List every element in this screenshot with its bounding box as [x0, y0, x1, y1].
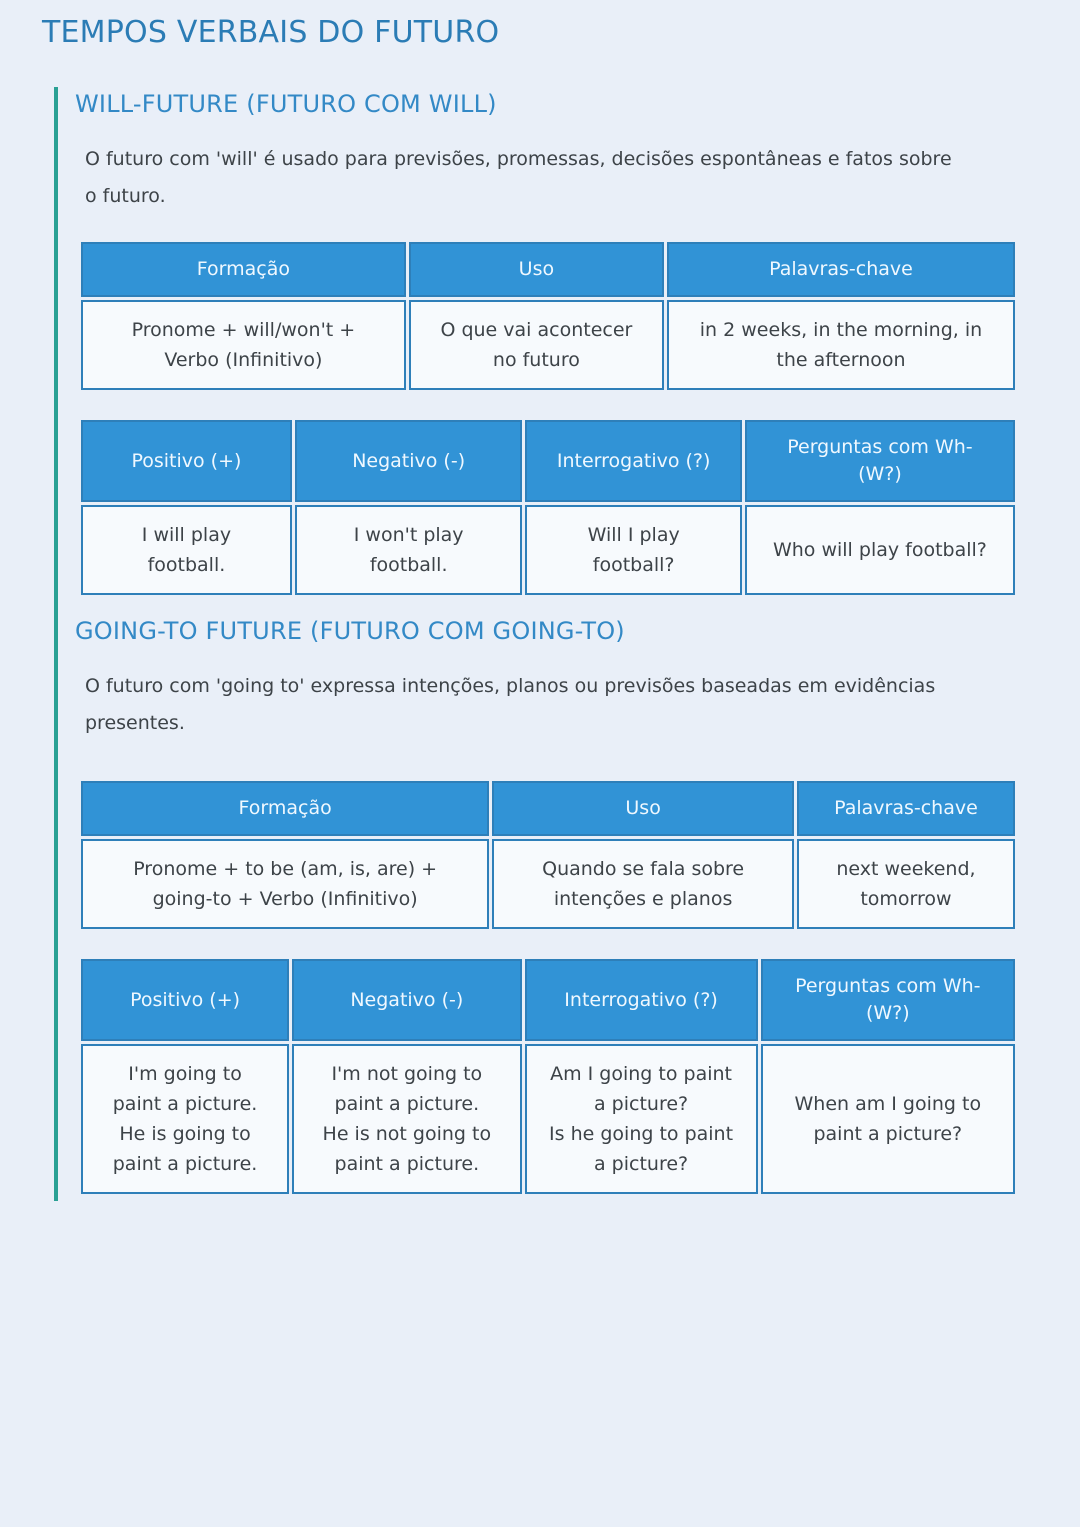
- table-cell: When am I going to paint a picture?: [760, 1044, 1015, 1194]
- table-header-cell: Interrogativo (?): [524, 959, 758, 1041]
- table-cell: Who will play football?: [744, 505, 1015, 595]
- table-header-cell: Negativo (-): [292, 959, 522, 1041]
- table-cell: Pronome + will/won't + Verbo (Infinitivo…: [81, 300, 406, 390]
- table-header-row: Formação Uso Palavras-chave: [81, 242, 1015, 297]
- will-forms-table: Positivo (+) Negativo (-) Interrogativo …: [78, 417, 1018, 598]
- table-row: I will play football. I won't play footb…: [81, 505, 1015, 595]
- table-cell: Am I going to paint a picture? Is he goi…: [524, 1044, 758, 1194]
- table-cell: I won't play football.: [294, 505, 523, 595]
- document-page: TEMPOS VERBAIS DO FUTURO WILL-FUTURE (FU…: [0, 14, 1080, 1527]
- table-cell: I'm going to paint a picture. He is goin…: [81, 1044, 290, 1194]
- will-formation-table: Formação Uso Palavras-chave Pronome + wi…: [78, 239, 1018, 393]
- table-cell: next weekend, tomorrow: [796, 839, 1015, 929]
- section-heading: GOING-TO FUTURE (FUTURO COM GOING-TO): [75, 617, 625, 645]
- table-cell: in 2 weeks, in the morning, in the after…: [666, 300, 1015, 390]
- table-cell: Pronome + to be (am, is, are) + going-to…: [81, 839, 490, 929]
- section-going-to-future: GOING-TO FUTURE (FUTURO COM GOING-TO) O …: [75, 616, 1018, 1197]
- table-header-cell: Positivo (+): [81, 420, 292, 502]
- table-row: Pronome + to be (am, is, are) + going-to…: [81, 839, 1015, 929]
- section-description: O futuro com 'will' é usado para previsõ…: [85, 148, 952, 207]
- page-title: TEMPOS VERBAIS DO FUTURO: [42, 15, 500, 50]
- table-row: Pronome + will/won't + Verbo (Infinitivo…: [81, 300, 1015, 390]
- section-description: O futuro com 'going to' expressa intençõ…: [85, 675, 936, 734]
- table-cell: Will I play football?: [525, 505, 742, 595]
- table-header-cell: Interrogativo (?): [525, 420, 742, 502]
- table-header-cell: Negativo (-): [294, 420, 523, 502]
- lesson-content-block: WILL-FUTURE (FUTURO COM WILL) O futuro c…: [54, 87, 1018, 1201]
- table-cell: O que vai acontecer no futuro: [408, 300, 664, 390]
- table-cell: I will play football.: [81, 505, 292, 595]
- section-heading: WILL-FUTURE (FUTURO COM WILL): [75, 90, 497, 118]
- table-header-row: Positivo (+) Negativo (-) Interrogativo …: [81, 959, 1015, 1041]
- table-header-cell: Formação: [81, 781, 490, 836]
- table-header-cell: Positivo (+): [81, 959, 290, 1041]
- table-header-row: Formação Uso Palavras-chave: [81, 781, 1015, 836]
- table-header-cell: Palavras-chave: [666, 242, 1015, 297]
- going-to-forms-table: Positivo (+) Negativo (-) Interrogativo …: [78, 956, 1018, 1197]
- table-cell: Quando se fala sobre intenções e planos: [492, 839, 794, 929]
- table-header-cell: Perguntas com Wh- (W?): [760, 959, 1015, 1041]
- table-header-cell: Uso: [492, 781, 794, 836]
- table-row: I'm going to paint a picture. He is goin…: [81, 1044, 1015, 1194]
- table-header-cell: Formação: [81, 242, 406, 297]
- table-header-row: Positivo (+) Negativo (-) Interrogativo …: [81, 420, 1015, 502]
- table-header-cell: Uso: [408, 242, 664, 297]
- section-will-future: WILL-FUTURE (FUTURO COM WILL) O futuro c…: [75, 89, 1018, 598]
- table-header-cell: Perguntas com Wh- (W?): [744, 420, 1015, 502]
- table-header-cell: Palavras-chave: [796, 781, 1015, 836]
- table-cell: I'm not going to paint a picture. He is …: [292, 1044, 522, 1194]
- going-to-formation-table: Formação Uso Palavras-chave Pronome + to…: [78, 778, 1018, 932]
